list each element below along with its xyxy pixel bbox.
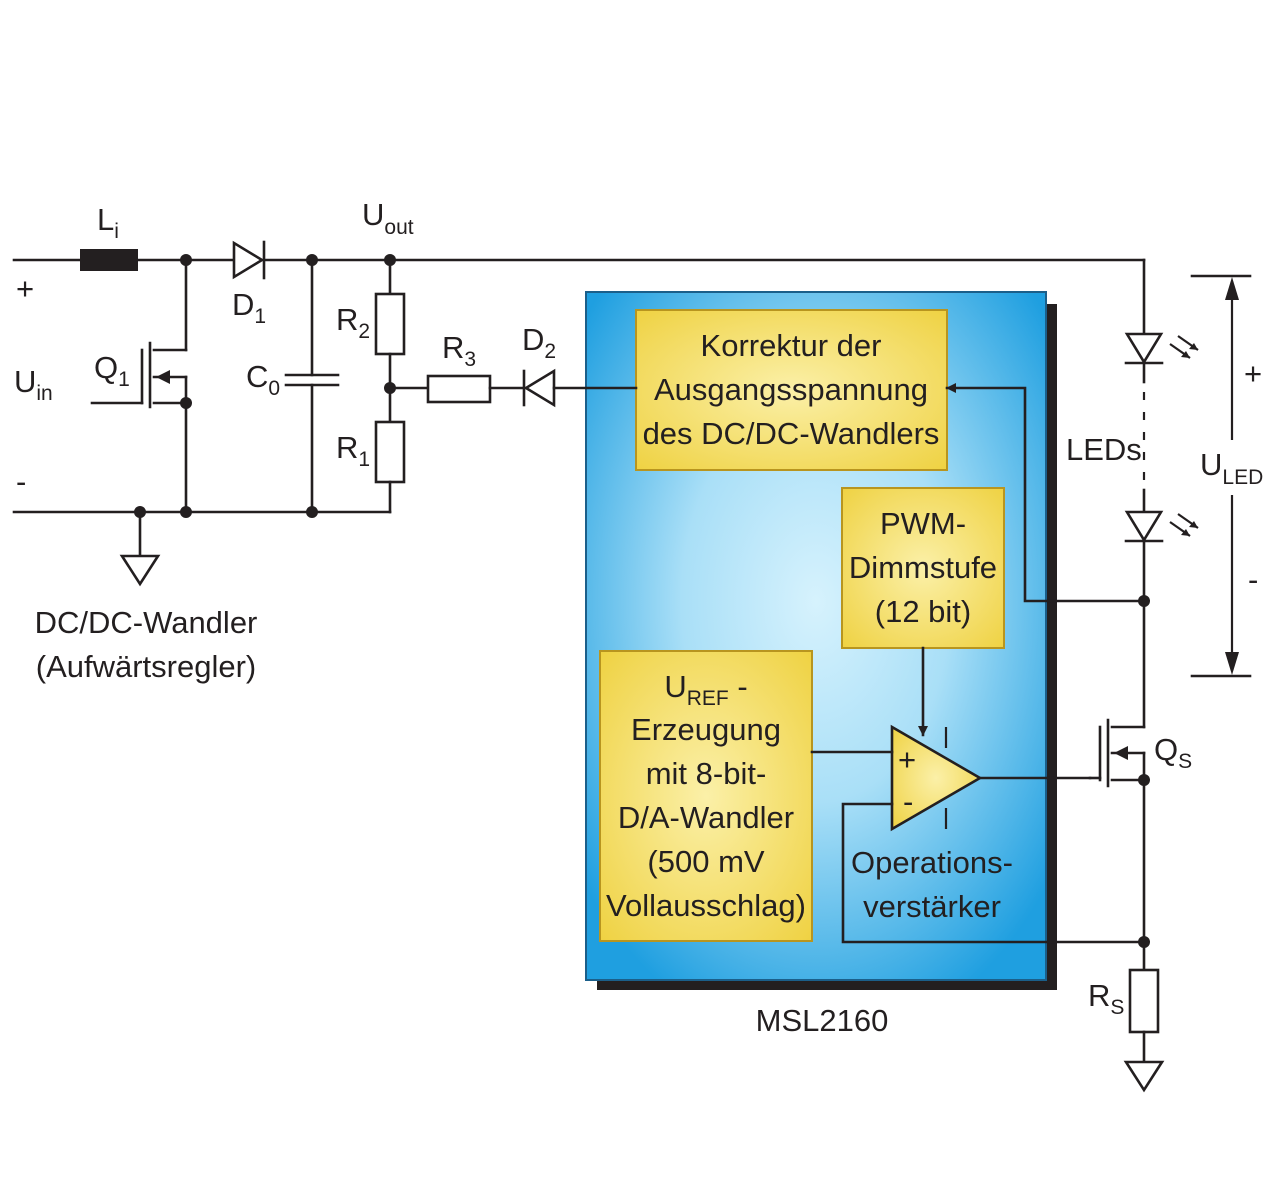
uref-line-4: (500 mV: [647, 844, 764, 879]
opamp-plus: +: [898, 742, 916, 777]
label-uin: Uin: [14, 364, 53, 405]
label-leds: LEDs: [1066, 432, 1142, 467]
uref-line-3: D/A-Wandler: [618, 800, 794, 835]
korrektur-block: [635, 309, 948, 471]
label-plus-in: +: [16, 271, 34, 306]
korrektur-line-3: des DC/DC-Wandlers: [643, 416, 940, 451]
uref-line-2: mit 8-bit-: [646, 756, 767, 791]
pwm-line-1: PWM-: [880, 506, 966, 541]
label-plus-led: +: [1244, 356, 1262, 391]
korrektur-line-1: Korrektur der: [701, 328, 882, 363]
label-qs: QS: [1154, 732, 1192, 773]
uref-line-1: Erzeugung: [631, 712, 781, 747]
label-d1: D1: [232, 287, 266, 328]
label-minus-in: -: [16, 464, 26, 499]
uref-block: [599, 650, 813, 942]
pwm-line-3: (12 bit): [875, 594, 971, 629]
led-top: [1124, 332, 1164, 365]
opamp-triangle: [890, 724, 983, 832]
label-r3: R3: [442, 330, 476, 371]
label-r1: R1: [336, 430, 370, 471]
label-c0: C0: [246, 359, 280, 400]
label-uled: ULED: [1200, 447, 1263, 489]
led-feedback-wire: [945, 383, 1146, 603]
label-uout: Uout: [362, 197, 414, 239]
inductor-li: [80, 249, 138, 271]
diode-d1: [232, 240, 265, 280]
feedback-wire: [841, 802, 1146, 944]
opamp-label-line-2: verstärker: [863, 889, 1001, 924]
resistor-r3: [426, 374, 492, 404]
label-dcdc-line-2: (Aufwärtsregler): [36, 649, 257, 684]
diode-d2: [523, 368, 556, 408]
chip-label: MSL2160: [756, 1003, 889, 1038]
pwm-line-2: Dimmstufe: [849, 550, 997, 585]
label-rs: RS: [1088, 978, 1124, 1019]
korrektur-line-2: Ausgangsspannung: [654, 372, 928, 407]
label-dcdc-line-1: DC/DC-Wandler: [35, 605, 258, 640]
resistor-rs: [1128, 968, 1160, 1034]
label-r2: R2: [336, 302, 370, 343]
led-bottom: [1124, 510, 1164, 543]
pwm-block: [841, 487, 1005, 649]
ground-symbol-left: [119, 554, 161, 587]
label-minus-led: -: [1248, 562, 1258, 597]
uref-title: UREF -: [664, 669, 747, 710]
opamp-minus: -: [903, 784, 913, 819]
uref-line-5: Vollausschlag): [606, 888, 806, 923]
label-li: Li: [97, 202, 119, 243]
ground-symbol-right: [1123, 1060, 1165, 1093]
opamp-label-line-1: Operations-: [851, 845, 1013, 880]
label-q1: Q1: [94, 350, 130, 391]
resistor-r1: [374, 420, 406, 484]
resistor-r2: [374, 292, 406, 356]
label-d2: D2: [522, 322, 556, 363]
